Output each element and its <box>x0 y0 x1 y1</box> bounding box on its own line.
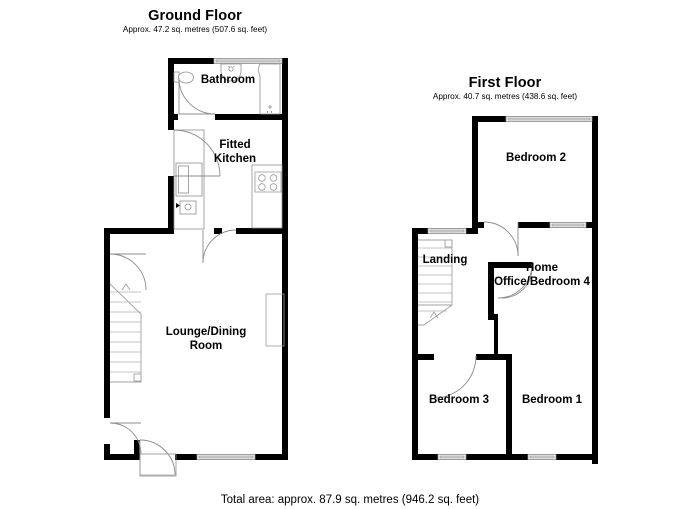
room-label-bedroom-2: Bedroom 2 <box>505 152 567 164</box>
first-floor-title: First Floor <box>468 75 542 91</box>
ground-floor-walls <box>104 58 288 460</box>
first-floor-staircase <box>418 239 453 326</box>
room-label-bedroom-3: Bedroom 3 <box>428 394 490 406</box>
total-area-text: Total area: approx. 87.9 sq. metres (946… <box>220 494 480 506</box>
first-floor-doors <box>433 221 533 399</box>
room-label-bedroom-1: Bedroom 1 <box>521 394 583 406</box>
room-label-landing: Landing <box>422 254 468 266</box>
ground-floor-doors <box>109 77 237 477</box>
lounge-alcove <box>265 293 285 347</box>
ground-floor-windows <box>196 58 283 460</box>
ground-floor-title: Ground Floor <box>148 8 242 24</box>
bathroom-fixtures <box>173 63 281 115</box>
first-floor-windows <box>427 116 593 460</box>
room-label-fitted-kitchen: Fitted Kitchen <box>213 139 257 165</box>
room-label-home-office-bedroom-4: Home Office/Bedroom 4 <box>494 262 590 288</box>
room-label-lounge-dining: Lounge/Dining Room <box>165 326 247 352</box>
first-floor-walls <box>412 116 598 464</box>
kitchen-fixtures <box>173 129 283 230</box>
first-floor-subtitle: Approx. 40.7 sq. metres (438.6 sq. feet) <box>432 92 578 101</box>
room-label-bathroom: Bathroom <box>200 74 256 86</box>
ground-floor-subtitle: Approx. 47.2 sq. metres (507.6 sq. feet) <box>122 25 268 34</box>
ground-floor-staircase <box>109 283 142 383</box>
